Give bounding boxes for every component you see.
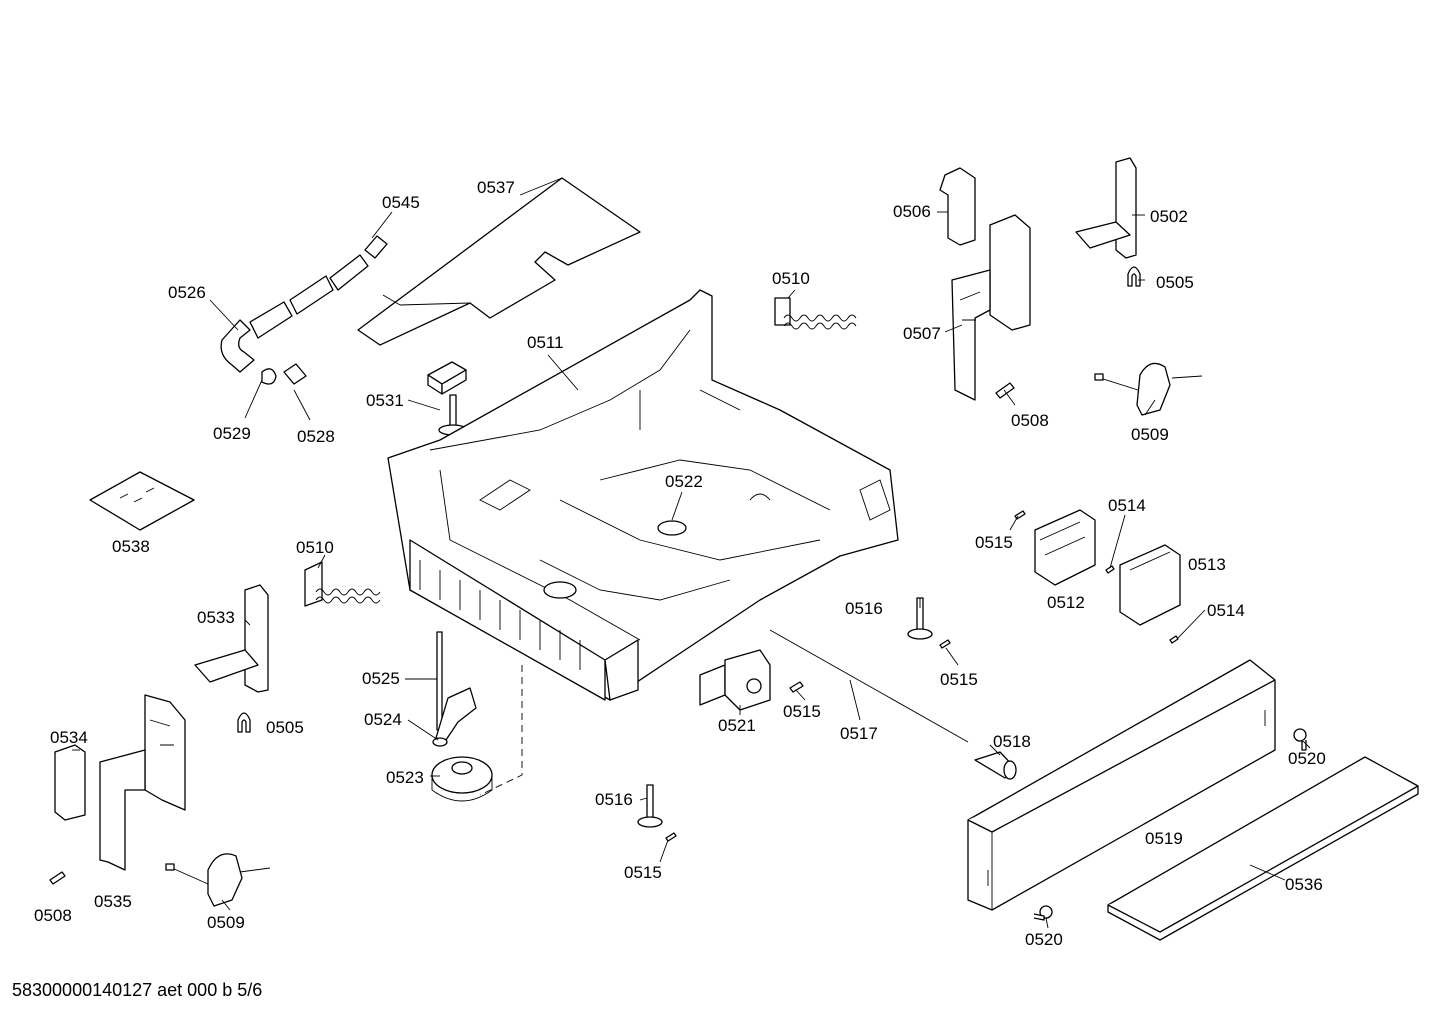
label-0505-upper: 0505 (1156, 273, 1194, 292)
label-0524: 0524 (364, 710, 402, 729)
part-0505-clip-upper (1127, 266, 1141, 287)
label-0525: 0525 (362, 669, 400, 688)
label-0505-lower: 0505 (266, 718, 304, 737)
label-0514-a: 0514 (1108, 496, 1146, 515)
part-0510-spring-lower (304, 561, 381, 607)
label-0522: 0522 (665, 472, 703, 491)
part-0509-switch-lower (165, 853, 271, 907)
label-0515-d: 0515 (783, 702, 821, 721)
label-0510-lower: 0510 (296, 538, 334, 557)
part-0508-screw-lower (49, 871, 66, 885)
label-0511: 0511 (527, 333, 564, 352)
label-0516-lower: 0516 (595, 790, 633, 809)
label-0521: 0521 (718, 716, 756, 735)
part-0526-hose (220, 235, 388, 385)
label-0520-upper: 0520 (1288, 749, 1326, 768)
label-0528: 0528 (297, 427, 335, 446)
label-0507: 0507 (903, 324, 941, 343)
part-0508-screw-upper (995, 382, 1015, 399)
part-0538-bag (89, 471, 195, 531)
part-0517-rod (769, 629, 969, 743)
label-0502: 0502 (1150, 207, 1188, 226)
label-0523: 0523 (386, 768, 424, 787)
part-0507-side-bracket (951, 214, 1031, 401)
part-0521-valve (699, 649, 771, 711)
part-0512-housing (1034, 509, 1096, 586)
leader-0523-dashed (479, 665, 523, 796)
part-0534-cover (54, 744, 86, 821)
label-0506: 0506 (893, 202, 931, 221)
part-0536-strip (1107, 756, 1419, 941)
part-0520-screw-b (1033, 905, 1053, 921)
part-0531-foot (427, 361, 468, 436)
part-0525-shaft (436, 631, 443, 731)
label-0515-c: 0515 (624, 863, 662, 882)
label-0538: 0538 (112, 537, 150, 556)
part-0520-screw-a (1293, 728, 1307, 751)
label-0509-upper: 0509 (1131, 425, 1169, 444)
label-0508-lower: 0508 (34, 906, 72, 925)
label-0514-b: 0514 (1207, 601, 1245, 620)
label-0533: 0533 (197, 608, 235, 627)
label-0517: 0517 (840, 724, 878, 743)
label-0510-upper: 0510 (772, 269, 810, 288)
part-labels: 0537 0545 0526 0529 0528 0538 0531 0511 … (34, 178, 1326, 949)
document-code: 58300000140127 aet 000 b 5/6 (12, 980, 263, 1000)
label-0534: 0534 (50, 728, 88, 747)
part-0524-sensor (432, 687, 477, 747)
part-0537-mat (357, 177, 641, 346)
label-0518: 0518 (993, 732, 1031, 751)
part-0515-screw-b (939, 639, 951, 649)
part-0502-bracket (1075, 157, 1137, 259)
label-0519: 0519 (1145, 829, 1183, 848)
part-0516-foot-lower (637, 784, 663, 828)
label-0508-upper: 0508 (1011, 411, 1049, 430)
label-0536: 0536 (1285, 875, 1323, 894)
part-0511-base-tub (387, 289, 899, 701)
part-0514-screw-b (1169, 635, 1179, 644)
part-0535-side-panel (99, 694, 186, 871)
label-0531: 0531 (366, 391, 404, 410)
part-0505-clip-lower (237, 712, 251, 733)
label-0509-lower: 0509 (207, 913, 245, 932)
part-0515-screw-d (789, 681, 804, 693)
label-0513: 0513 (1188, 555, 1226, 574)
part-0516-foot-upper (907, 597, 933, 640)
label-0515-a: 0515 (975, 533, 1013, 552)
part-0506-bracket (939, 167, 976, 246)
label-0535: 0535 (94, 892, 132, 911)
label-0529: 0529 (213, 424, 251, 443)
label-0515-b: 0515 (940, 670, 978, 689)
label-0512: 0512 (1047, 593, 1085, 612)
leader-lines (72, 177, 1311, 929)
part-0533-bracket (194, 584, 269, 693)
label-0520-lower: 0520 (1025, 930, 1063, 949)
part-0523-float-disk (431, 756, 493, 802)
part-0518-knob (974, 751, 1017, 780)
part-0509-switch-upper (1094, 362, 1203, 416)
part-0513-cover (1119, 544, 1181, 626)
label-0537: 0537 (477, 178, 515, 197)
label-0516-upper: 0516 (845, 599, 883, 618)
part-0510-spring-upper (774, 297, 857, 330)
part-0515-screw-c (665, 832, 677, 842)
label-0545: 0545 (382, 193, 420, 212)
label-0526: 0526 (168, 283, 206, 302)
part-0519-kickplate (967, 659, 1276, 911)
